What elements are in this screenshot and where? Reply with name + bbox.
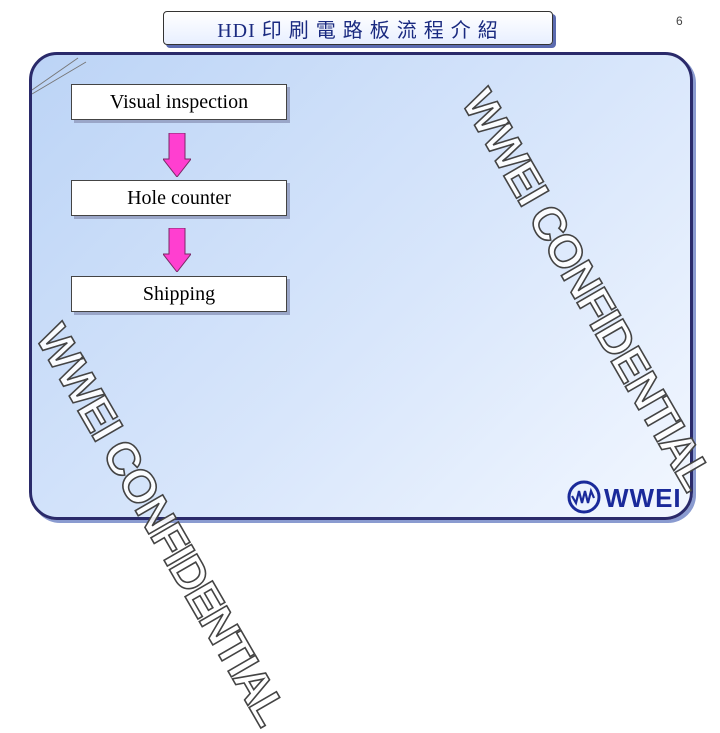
page-number: 6 — [676, 14, 683, 28]
down-arrow-icon — [163, 228, 191, 272]
flow-step-shipping: Shipping — [71, 276, 287, 312]
logo-text: WWEI — [604, 483, 682, 513]
flow-step-visual-inspection: Visual inspection — [71, 84, 287, 120]
wwei-logo-icon — [567, 480, 601, 514]
flow-step-hole-counter: Hole counter — [71, 180, 287, 216]
corner-decoration — [31, 57, 87, 95]
down-arrow-icon — [163, 133, 191, 177]
slide-title: HDI 印 刷 電 路 板 流 程 介 紹 — [163, 11, 553, 45]
